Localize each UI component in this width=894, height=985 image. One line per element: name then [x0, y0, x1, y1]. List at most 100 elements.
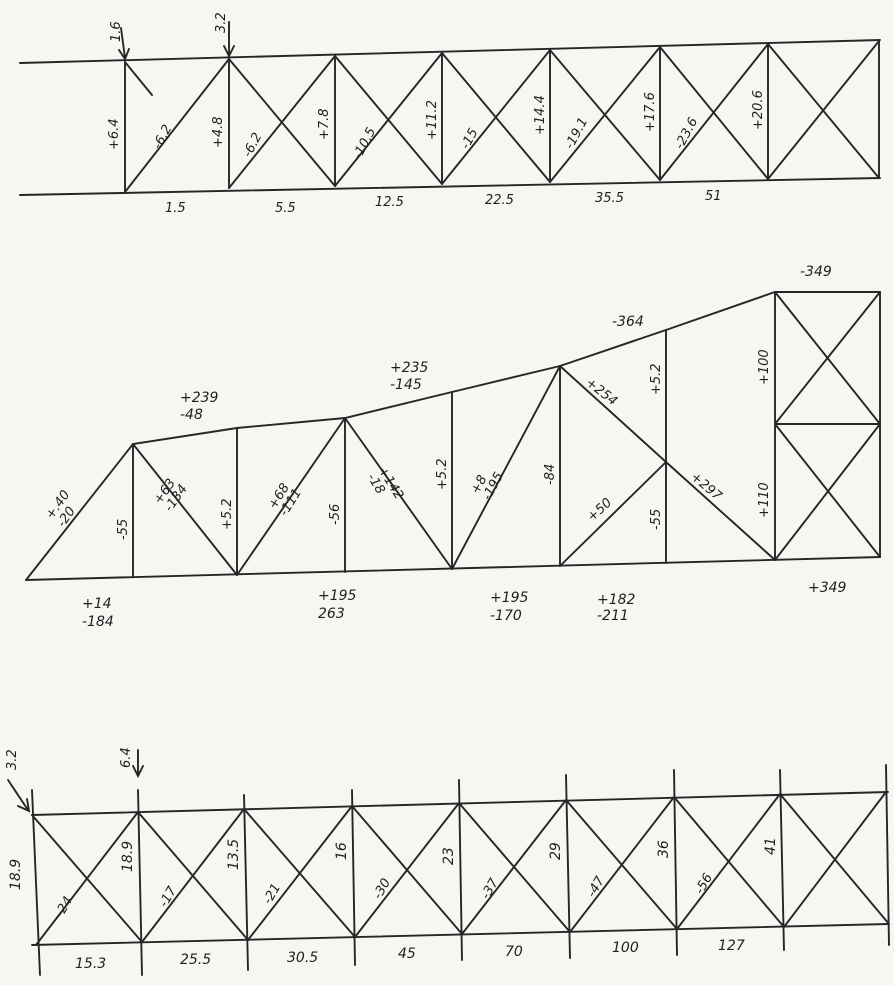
top-truss-diagonal — [334, 52, 443, 187]
member-force-label: +6.4 — [107, 118, 122, 150]
bottom-truss-diagonal — [461, 799, 567, 935]
member-force-label: -30 — [370, 876, 394, 902]
middle-truss-diagonal — [665, 461, 776, 561]
member-force-label: 23 — [441, 847, 457, 865]
member-force-label: 13.5 — [226, 839, 242, 870]
bottom-chord-label: 15.3 — [75, 956, 106, 972]
bottom-truss-vertical — [458, 779, 463, 961]
bottom-truss-vertical — [565, 774, 571, 959]
bottom-chord-label: 100 — [612, 940, 639, 956]
member-force-label: -10.5 — [350, 125, 379, 162]
member-force-label: -55 — [649, 509, 664, 530]
middle-truss-diagonal — [559, 365, 667, 463]
member-force-label: -6.2 — [150, 122, 175, 151]
member-force-label: -15 — [458, 126, 481, 152]
middle-truss-top-chord — [25, 291, 881, 581]
member-force-label: +11.2 — [425, 100, 440, 140]
top-truss-diagonal — [441, 49, 551, 185]
load-label: 6.4 — [119, 747, 134, 768]
top-truss-diagonal — [124, 61, 153, 96]
bottom-chord-label: 5.5 — [275, 201, 296, 216]
label-line: +239 — [180, 390, 219, 406]
member-force-label: +14.4 — [533, 95, 548, 135]
bottom-truss: 3.2 6.4 18.9 18.9 13.5 16 23 29 36 41 -2… — [5, 747, 890, 976]
down-arrow-icon — [132, 749, 144, 779]
label-line: +235 — [390, 360, 429, 376]
top-chord-label: +.40-20 — [43, 488, 85, 531]
bottom-truss-vertical — [779, 769, 785, 951]
bottom-chord-label: +195 263 — [318, 588, 357, 622]
bottom-chord-label: 51 — [705, 189, 722, 204]
bottom-chord-label: +195 -170 — [490, 590, 529, 624]
bottom-chord-label: 70 — [505, 944, 523, 960]
label-line: -170 — [490, 608, 522, 624]
bottom-truss-vertical — [243, 794, 249, 971]
load-label: 3.2 — [5, 749, 20, 770]
bottom-chord-label: 12.5 — [375, 195, 404, 210]
bottom-truss-diagonal — [141, 808, 245, 943]
middle-truss-diagonal — [132, 443, 238, 576]
middle-truss-diagonal — [236, 417, 346, 576]
load-label: 1.6 — [109, 21, 124, 42]
bottom-chord-label: +14 -184 — [82, 596, 114, 630]
label-line: 263 — [318, 606, 345, 622]
label-line: -184 — [82, 614, 114, 630]
member-force-label: +7.8 — [317, 108, 332, 140]
member-force-label: 36 — [656, 840, 672, 858]
member-force-label: 29 — [548, 842, 564, 860]
top-truss-diagonal — [549, 46, 661, 183]
middle-truss-diagonal — [774, 291, 881, 425]
label-line: +195 — [318, 588, 357, 604]
bottom-chord-label: 1.5 — [165, 201, 186, 216]
top-truss-bottom-chord — [19, 177, 881, 196]
member-force-label: -56 — [692, 871, 716, 897]
member-force-label: -37 — [478, 875, 502, 902]
bottom-truss-vertical — [351, 789, 356, 966]
bottom-chord-label: 127 — [718, 938, 745, 954]
member-force-label: -47 — [584, 873, 608, 900]
bottom-chord-label: +349 — [808, 580, 847, 596]
top-truss-diagonal — [767, 40, 880, 180]
bottom-truss-diagonal — [247, 805, 353, 941]
bottom-truss-bottom-chord — [31, 923, 889, 946]
bottom-truss-vertical — [31, 789, 41, 976]
bottom-truss-diagonal — [783, 791, 887, 928]
member-force-label: +50 — [585, 495, 615, 525]
down-arrow-icon — [223, 21, 235, 59]
bottom-truss-vertical — [885, 764, 890, 946]
label-line: -195 — [480, 470, 507, 503]
bottom-truss-diagonal — [676, 793, 781, 930]
bottom-chord-label: 30.5 — [287, 950, 318, 966]
top-truss-top-chord — [19, 39, 881, 64]
member-force-label: 18.9 — [8, 859, 24, 890]
member-force-label: +20.6 — [751, 90, 766, 130]
bottom-chord-label: +182-211 — [597, 592, 636, 624]
middle-truss: +.40-20 +239-48 +235-145 -364 -349 -55 +… — [25, 264, 881, 630]
member-force-label: -19.1 — [562, 115, 591, 152]
bottom-chord-label: 22.5 — [485, 193, 514, 208]
member-force-label: +4.8 — [211, 116, 226, 148]
bottom-truss-vertical — [673, 769, 678, 956]
label-line: +195 — [490, 590, 529, 606]
top-chord-label: +235-145 — [390, 360, 429, 393]
member-force-label: -17 — [156, 883, 180, 910]
bottom-truss-diagonal — [354, 802, 460, 938]
label-line: -211 — [597, 608, 629, 624]
top-truss-diagonal — [228, 55, 336, 189]
top-chord-label: -349 — [800, 264, 832, 280]
member-force-label: +110 — [757, 482, 772, 518]
member-force-label: -21 — [260, 881, 284, 907]
member-force-label: 18.9 — [120, 841, 136, 872]
middle-truss-diagonal — [774, 423, 881, 561]
member-force-label: +5.2 — [220, 498, 235, 530]
middle-truss-diagonal — [344, 417, 453, 570]
member-force-label: +142-18 — [364, 464, 407, 509]
top-chord-label: +239-48 — [180, 390, 219, 423]
load-label: 3.2 — [214, 12, 229, 33]
bottom-chord-label: 35.5 — [595, 191, 624, 206]
member-force-label: -56 — [328, 504, 343, 525]
label-line: +14 — [82, 596, 112, 612]
down-arrow-icon — [7, 779, 31, 813]
bottom-truss-vertical — [137, 789, 143, 976]
